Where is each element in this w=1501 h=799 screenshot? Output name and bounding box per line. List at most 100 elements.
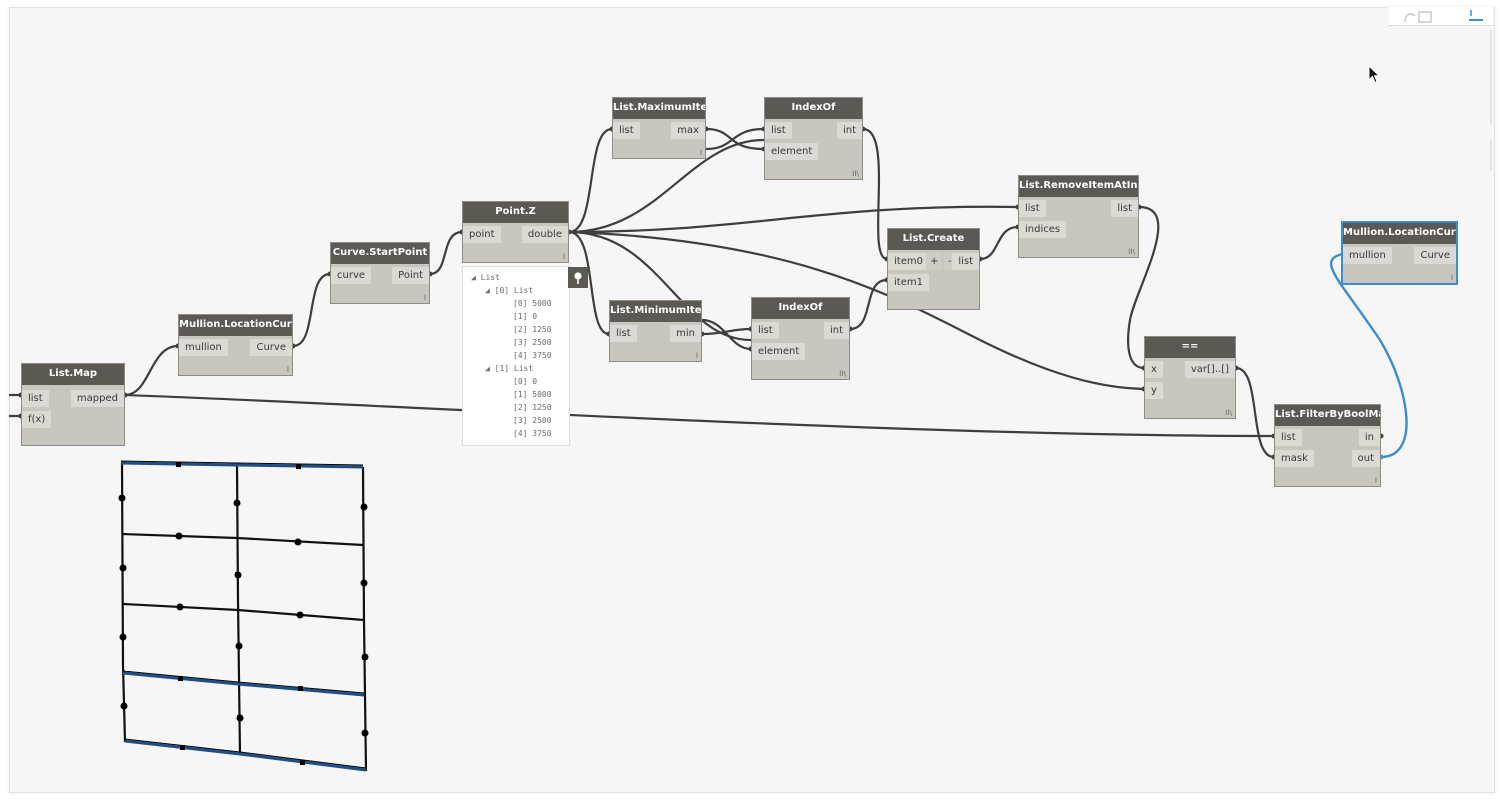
preview-index: [2] [513, 325, 528, 334]
output-port-list[interactable]: list [952, 253, 979, 270]
input-port-indices[interactable]: indices [1019, 221, 1067, 238]
output-port-int[interactable]: int [823, 322, 849, 339]
preview-value: 5000 [532, 299, 552, 308]
preview-root: List [480, 273, 500, 282]
node-title: Point.Z [463, 202, 568, 223]
preview-value: 5000 [532, 390, 552, 399]
preview-value: 3750 [532, 429, 552, 438]
lacing-indicator[interactable]: l l \ [1128, 248, 1135, 256]
output-port-double[interactable]: double [521, 226, 568, 243]
preview-index: [2] [513, 403, 528, 412]
pin-preview-button[interactable] [568, 267, 588, 288]
node-curve-startpoint[interactable]: Curve.StartPoint curve Point l [330, 242, 430, 304]
node-title: List.RemoveItemAtIndex [1019, 176, 1138, 197]
lacing-indicator[interactable]: l l \ [852, 170, 859, 178]
lacing-indicator[interactable]: l [700, 149, 702, 157]
input-port-element[interactable]: element [752, 343, 806, 360]
lacing-indicator[interactable]: l l \ [839, 370, 846, 378]
lacing-indicator[interactable]: l [424, 294, 426, 302]
node-list-map[interactable]: List.Map list mapped f(x) [21, 363, 125, 446]
preview-sublist: [1] List [494, 364, 534, 373]
output-port-point[interactable]: Point [392, 267, 429, 284]
output-port-curve[interactable]: Curve [1414, 247, 1456, 264]
lacing-indicator[interactable]: l l \ [1225, 409, 1232, 417]
node-title: List.MaximumItem [613, 98, 705, 119]
output-port-var[interactable]: var[]..[] [1184, 361, 1235, 378]
output-port-out[interactable]: out [1351, 450, 1380, 467]
input-port-list[interactable]: list [22, 390, 49, 407]
lacing-indicator[interactable]: l [563, 253, 565, 261]
preview-index: [0] [513, 299, 528, 308]
output-port-min[interactable]: min [670, 325, 701, 342]
node-title: == [1145, 337, 1235, 358]
graph-view-icon[interactable] [1467, 8, 1487, 24]
triangle-expand-icon[interactable]: ◢ [471, 273, 476, 282]
node-title: List.FilterByBoolMask [1275, 405, 1380, 426]
lacing-indicator[interactable]: l [287, 366, 289, 374]
node-title: IndexOf [752, 298, 849, 319]
preview-index: [4] [513, 351, 528, 360]
preview-value: 2500 [532, 338, 552, 347]
input-port-mullion[interactable]: mullion [179, 339, 228, 356]
node-mullion-location-curve[interactable]: Mullion.LocationCurve mullion Curve l [178, 314, 293, 376]
input-port-item0[interactable]: item0 [888, 253, 929, 270]
preview-value: 1250 [532, 325, 552, 334]
preview-index: [3] [513, 338, 528, 347]
canvas-scroll-edge [1490, 30, 1492, 170]
output-port-max[interactable]: max [671, 122, 705, 139]
add-input-button[interactable]: + [926, 253, 943, 270]
preview-index: [1] [513, 312, 528, 321]
preview-index: [0] [513, 377, 528, 386]
node-list-minimum-item[interactable]: List.MinimumItem list min l [609, 300, 702, 362]
input-port-curve[interactable]: curve [331, 267, 372, 284]
input-port-list[interactable]: list [752, 322, 779, 339]
node-mullion-location-curve-selected[interactable]: Mullion.LocationCurve mullion Curve l [1341, 221, 1458, 285]
input-port-x[interactable]: x [1145, 361, 1163, 378]
preview-index: [4] [513, 429, 528, 438]
node-indexof[interactable]: IndexOf list int element l l \ [751, 297, 850, 380]
node-list-maximum-item[interactable]: List.MaximumItem list max l [612, 97, 706, 159]
input-port-fx[interactable]: f(x) [22, 411, 52, 428]
geometry-view-icon[interactable] [1401, 8, 1441, 24]
input-port-list[interactable]: list [613, 122, 640, 139]
node-indexof[interactable]: IndexOf list int element l l \ [764, 97, 863, 180]
input-port-list[interactable]: list [1019, 200, 1046, 217]
node-list-create[interactable]: List.Create item0 + - list item1 [887, 228, 980, 310]
preview-index: [3] [513, 416, 528, 425]
node-title: List.MinimumItem [610, 301, 701, 322]
node-point-z[interactable]: Point.Z point double l [462, 201, 569, 263]
node-preview-bubble[interactable]: ◢ List ◢ [0] List [0] 5000 [1] 0 [2] 125… [462, 266, 570, 446]
triangle-expand-icon[interactable]: ◢ [485, 364, 490, 373]
input-port-point[interactable]: point [463, 226, 501, 243]
lacing-indicator[interactable]: l [1451, 274, 1453, 282]
input-port-element[interactable]: element [765, 143, 819, 160]
input-port-y[interactable]: y [1145, 382, 1163, 399]
preview-value: 3750 [532, 351, 552, 360]
input-port-item1[interactable]: item1 [888, 274, 929, 291]
input-port-mask[interactable]: mask [1275, 450, 1314, 467]
node-title: List.Map [22, 364, 124, 385]
output-port-mapped[interactable]: mapped [70, 390, 124, 407]
node-list-remove-item-at-index[interactable]: List.RemoveItemAtIndex list list indices… [1018, 175, 1139, 258]
output-port-int[interactable]: int [836, 122, 862, 139]
graph-canvas[interactable] [9, 7, 1495, 793]
node-title: Mullion.LocationCurve [1343, 223, 1456, 244]
input-port-list[interactable]: list [1275, 429, 1302, 446]
preview-value: 1250 [532, 403, 552, 412]
input-port-list[interactable]: list [610, 325, 637, 342]
input-port-mullion[interactable]: mullion [1343, 247, 1392, 264]
preview-value: 0 [532, 377, 538, 386]
preview-sublist: [0] List [494, 286, 534, 295]
node-title: IndexOf [765, 98, 862, 119]
input-port-list[interactable]: list [765, 122, 792, 139]
view-toggle-toolbar[interactable] [1389, 7, 1493, 26]
lacing-indicator[interactable]: l [696, 352, 698, 360]
lacing-indicator[interactable]: l [1375, 477, 1377, 485]
output-port-in[interactable]: in [1358, 429, 1380, 446]
output-port-list[interactable]: list [1111, 200, 1138, 217]
triangle-expand-icon[interactable]: ◢ [485, 286, 490, 295]
node-list-filter-by-bool-mask[interactable]: List.FilterByBoolMask list in mask out l [1274, 404, 1381, 487]
node-equals[interactable]: == x var[]..[] y l l \ [1144, 336, 1236, 419]
output-port-curve[interactable]: Curve [250, 339, 292, 356]
preview-value: 2500 [532, 416, 552, 425]
